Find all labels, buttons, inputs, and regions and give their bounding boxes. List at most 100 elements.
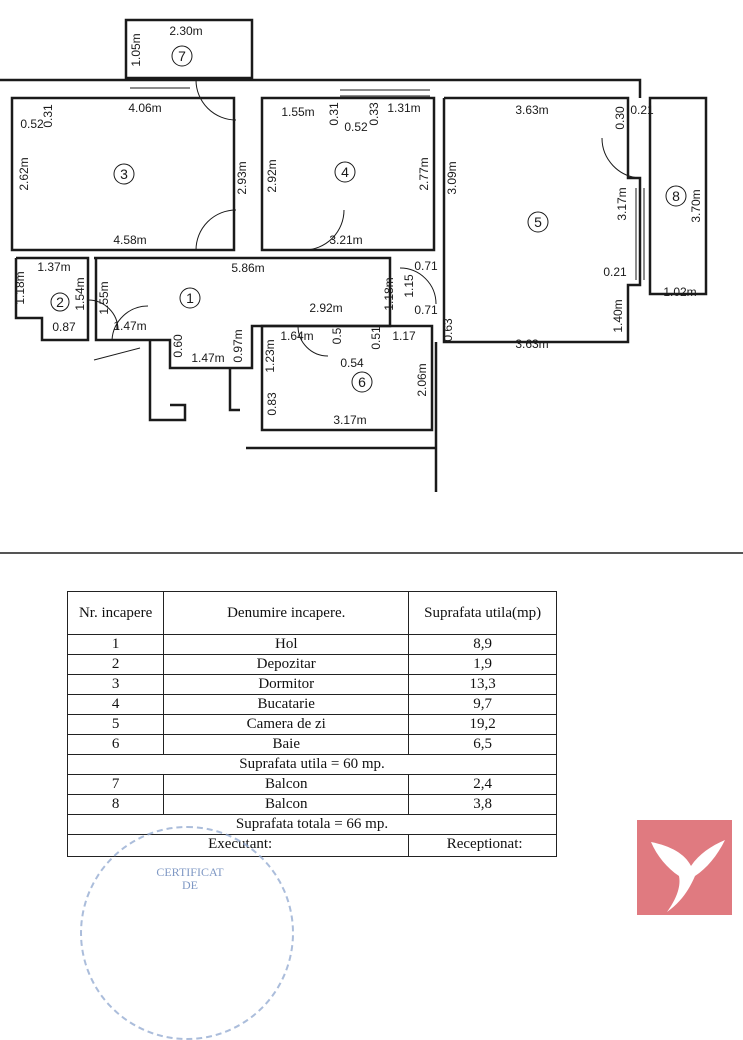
room-area-table: Nr. incapere Denumire incapere. Suprafat…: [66, 591, 557, 857]
dim-label: 1.55m: [281, 105, 314, 119]
room-number-7: 7: [178, 48, 186, 64]
dim-label: 0.31: [41, 104, 55, 128]
dim-label: 4.58m: [113, 233, 146, 247]
room-numbers: 1 2 3 4 5 6 7 8: [50, 45, 687, 393]
dim-label: 0.71: [414, 259, 438, 273]
room-6-outline: [260, 324, 434, 432]
table-row: 2 Depozitar 1,9: [66, 654, 557, 675]
room-3-outline: [10, 96, 236, 252]
table-row: 8 Balcon 3,8: [66, 794, 557, 815]
dim-label: 0.52: [20, 117, 44, 131]
room-4-outline: [260, 96, 436, 252]
dim-label: 1.40m: [611, 299, 625, 332]
dim-label: 0.60: [171, 334, 185, 358]
cell-area: 2,4: [408, 774, 557, 795]
balcony-7-outline: [124, 18, 254, 80]
dim-label: 1.18m: [13, 271, 27, 304]
table-total-row: Suprafata totala = 66 mp.: [67, 814, 557, 835]
cell-area: 1,9: [408, 654, 557, 675]
cell-area: 9,7: [408, 694, 557, 715]
total-area: Suprafata totala = 66 mp.: [67, 814, 557, 835]
dim-label: 2.06m: [415, 363, 429, 396]
dim-label: 0.21: [603, 265, 627, 279]
cell-number: 2: [66, 654, 165, 675]
stamp-line-1: CERTIFICAT: [156, 865, 224, 879]
column-header-number: Nr. incapere: [66, 591, 165, 635]
cell-area: 13,3: [408, 674, 557, 695]
dim-label: 3.17m: [615, 187, 629, 220]
cell-area: 3,8: [408, 794, 557, 815]
dim-label: 2.77m: [417, 157, 431, 190]
dim-label: 1.54m: [73, 277, 87, 310]
stamp-line-2: DE: [182, 878, 198, 892]
room-1-outline: [94, 256, 392, 370]
cell-area: 19,2: [408, 714, 557, 735]
dim-label: 3.09m: [445, 161, 459, 194]
dim-label: 3.63m: [515, 103, 548, 117]
floor-plan: 1 2 3 4 5 6 7 8 2.30m 1.05m 4.06m 0.31 0…: [0, 18, 708, 492]
table-row: 5 Camera de zi 19,2: [66, 714, 557, 735]
entrance-outline: [148, 340, 187, 422]
dim-label: 0.33: [367, 102, 381, 126]
dim-label: 2.62m: [17, 157, 31, 190]
dim-label: 1.55m: [97, 281, 111, 314]
dim-label: 1.37m: [37, 260, 70, 274]
room-number-5: 5: [534, 214, 542, 230]
doors: [87, 79, 641, 361]
room-2-outline: [14, 256, 90, 342]
dim-label: 2.30m: [169, 24, 202, 38]
room-number-2: 2: [56, 294, 64, 310]
column-header-area: Suprafata utila(mp): [408, 591, 557, 635]
certificate-stamp: [80, 826, 294, 1040]
dim-label: 0.21: [630, 103, 654, 117]
table-subtotal-row: Suprafata utila = 60 mp.: [67, 754, 557, 775]
dim-label: 0.31: [327, 102, 341, 126]
table-header-row: Nr. incapere Denumire incapere. Suprafat…: [66, 591, 557, 635]
cell-name: Baie: [163, 734, 410, 755]
dim-label: 1.15: [402, 274, 416, 298]
dim-label: 1.47m: [113, 319, 146, 333]
dim-label: 1.47m: [191, 351, 224, 365]
stamp-text: CERTIFICAT DE: [130, 866, 250, 892]
usable-area-total: Suprafata utila = 60 mp.: [67, 754, 557, 775]
windows: [130, 79, 645, 280]
cell-number: 1: [66, 634, 165, 655]
table-row: 4 Bucatarie 9,7: [66, 694, 557, 715]
cell-name: Dormitor: [163, 674, 410, 695]
dim-label: 0.54: [340, 356, 364, 370]
cell-name: Depozitar: [163, 654, 410, 675]
dim-label: 3.63m: [515, 337, 548, 351]
room-number-4: 4: [341, 164, 349, 180]
dim-label: 1.23m: [263, 339, 277, 372]
table-row: 7 Balcon 2,4: [66, 774, 557, 795]
dim-label: 4.06m: [128, 101, 161, 115]
dim-label: 0.51: [369, 326, 383, 350]
cell-number: 4: [66, 694, 165, 715]
dim-label: 1.31m: [387, 101, 420, 115]
cell-name: Camera de zi: [163, 714, 410, 735]
dim-label: 0.71: [414, 303, 438, 317]
dim-label: 3.21m: [329, 233, 362, 247]
room-number-3: 3: [120, 166, 128, 182]
dim-label: 0.52: [344, 120, 368, 134]
dim-label: 1.17: [392, 329, 416, 343]
cell-name: Balcon: [163, 794, 410, 815]
cell-name: Bucatarie: [163, 694, 410, 715]
cell-name: Hol: [163, 634, 410, 655]
dim-label: 0.97m: [231, 329, 245, 362]
divider-line: [0, 552, 743, 554]
cell-name: Balcon: [163, 774, 410, 795]
room-number-1: 1: [186, 290, 194, 306]
dim-label: 2.92m: [309, 301, 342, 315]
room-number-6: 6: [358, 374, 366, 390]
table-row: 1 Hol 8,9: [66, 634, 557, 655]
column-header-name: Denumire incapere.: [163, 591, 410, 635]
dim-label: 0.87: [52, 320, 76, 334]
receptionat-label: Receptionat:: [408, 834, 557, 857]
bird-logo-icon: [637, 820, 732, 915]
dimension-labels: 2.30m 1.05m 4.06m 0.31 0.52 2.62m 2.93m …: [13, 24, 703, 427]
walls: [0, 18, 708, 492]
table-row: 3 Dormitor 13,3: [66, 674, 557, 695]
cell-number: 6: [66, 734, 165, 755]
dim-label: 0.5: [330, 327, 344, 344]
